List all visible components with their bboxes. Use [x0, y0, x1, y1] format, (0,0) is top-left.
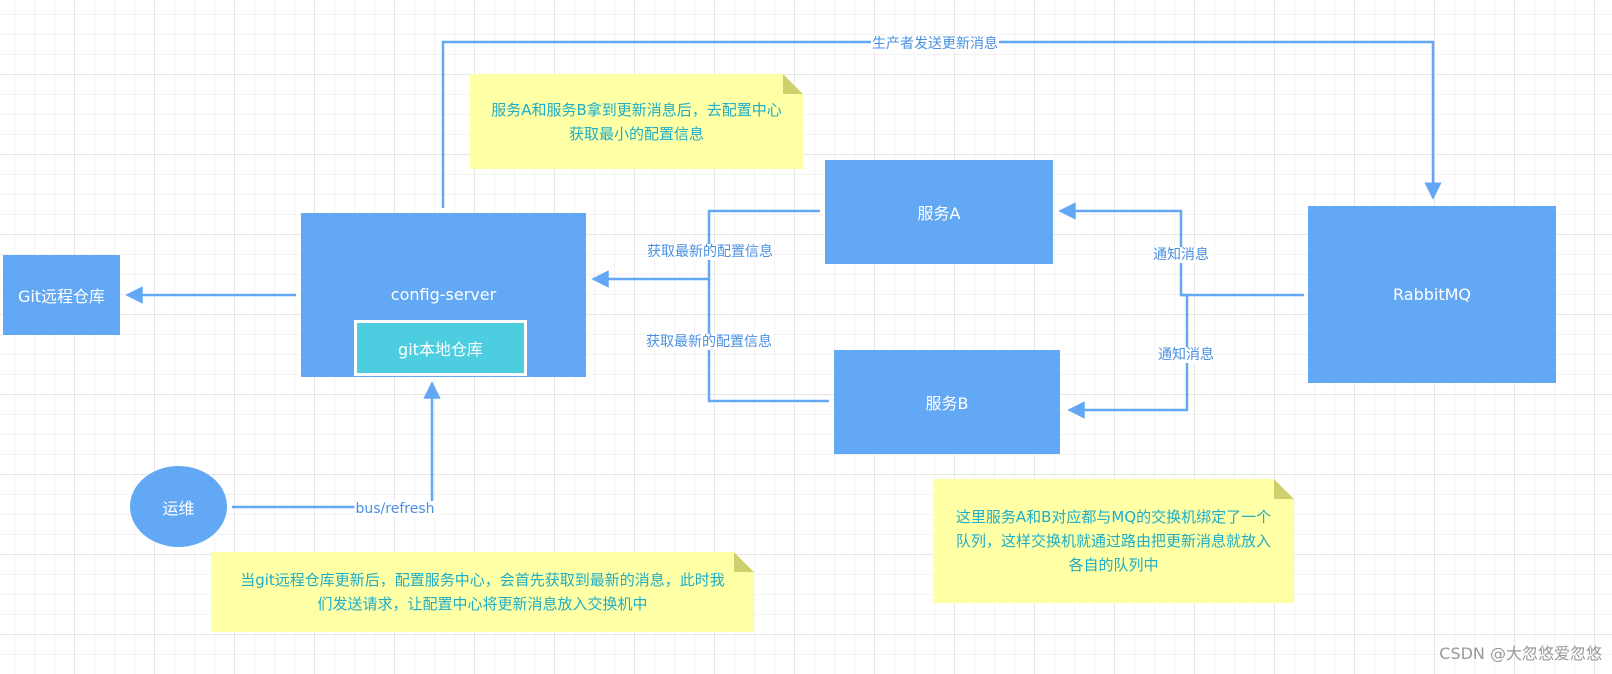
edge-service-b-to-config	[707, 279, 829, 403]
note-right: 这里服务A和B对应都与MQ的交换机绑定了一个队列，这样交换机就通过路由把更新消息…	[933, 479, 1294, 603]
note-bottom-text: 当git远程仓库更新后，配置服务中心，会首先获取到最新的消息，此时我们发送请求，…	[240, 571, 725, 613]
edge-label-producer-send: 生产者发送更新消息	[871, 36, 999, 52]
note-bottom: 当git远程仓库更新后，配置服务中心，会首先获取到最新的消息，此时我们发送请求，…	[211, 552, 754, 632]
node-rabbitmq[interactable]: RabbitMQ	[1308, 206, 1556, 383]
edge-ops-to-git-local	[232, 381, 441, 509]
node-service-b[interactable]: 服务B	[834, 350, 1060, 454]
node-config-server-label: config-server	[390, 285, 497, 304]
note-top-text: 服务A和服务B拿到更新消息后，去配置中心获取最小的配置信息	[491, 100, 782, 143]
node-service-a[interactable]: 服务A	[825, 160, 1053, 264]
node-git-local[interactable]: git本地仓库	[354, 320, 527, 376]
node-git-remote[interactable]: Git远程仓库	[3, 255, 120, 335]
edge-label-fetch-config-a: 获取最新的配置信息	[646, 244, 774, 260]
edge-label-notify-b: 通知消息	[1157, 347, 1215, 363]
watermark: CSDN @大忽悠爱忽悠	[1439, 644, 1602, 663]
node-service-b-label: 服务B	[925, 394, 969, 413]
note-top: 服务A和服务B拿到更新消息后，去配置中心获取最小的配置信息	[470, 74, 803, 169]
edge-label-fetch-config-b: 获取最新的配置信息	[645, 334, 773, 350]
node-git-remote-label: Git远程仓库	[17, 287, 106, 306]
node-rabbitmq-label: RabbitMQ	[1393, 285, 1471, 304]
edge-label-bus-refresh: bus/refresh	[354, 501, 436, 517]
edge-label-notify-a: 通知消息	[1152, 247, 1210, 263]
node-ops[interactable]: 运维	[130, 466, 227, 547]
node-ops-label: 运维	[162, 498, 195, 518]
node-service-a-label: 服务A	[917, 204, 961, 223]
node-git-local-label: git本地仓库	[398, 340, 483, 359]
note-right-text: 这里服务A和B对应都与MQ的交换机绑定了一个队列，这样交换机就通过路由把更新消息…	[955, 508, 1272, 574]
